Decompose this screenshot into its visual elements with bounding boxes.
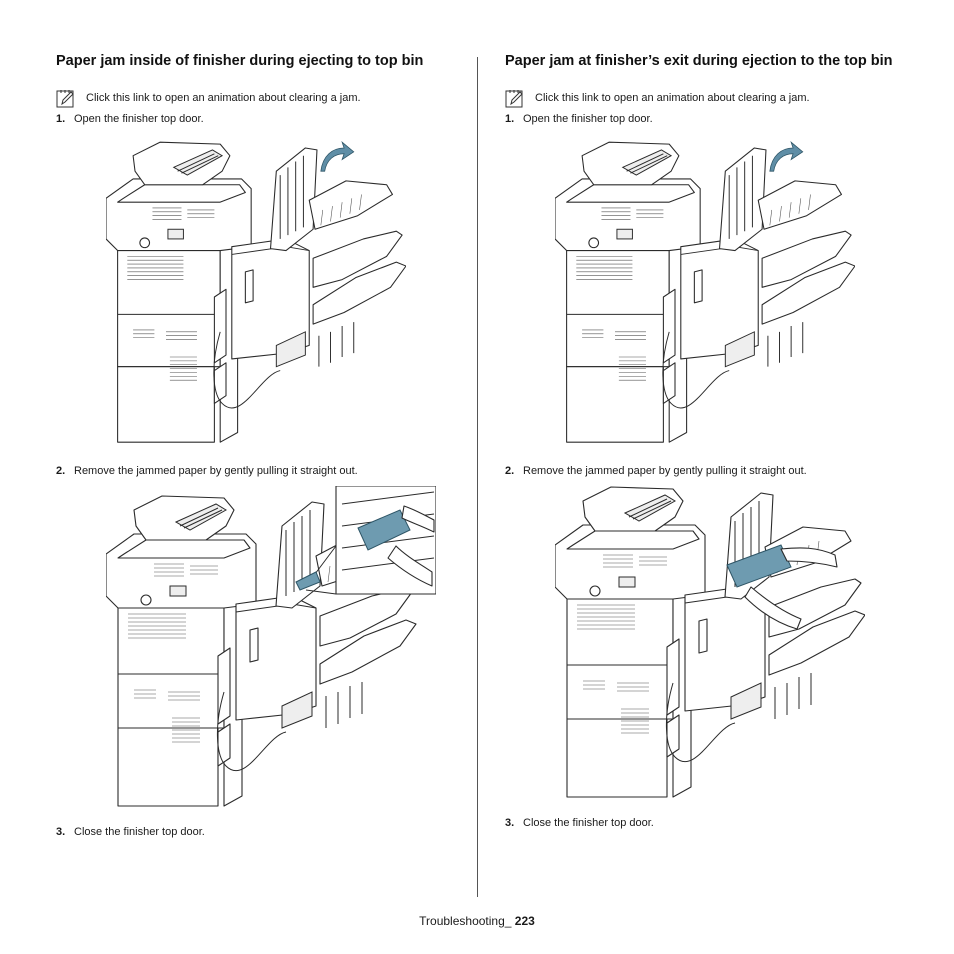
finisher-door-open-illustration xyxy=(106,140,406,443)
step-3: 3.Close the finisher top door. xyxy=(505,817,654,829)
right-section-heading: Paper jam at finisher’s exit during ejec… xyxy=(505,53,893,69)
step-2: 2.Remove the jammed paper by gently pull… xyxy=(56,465,358,477)
step-1: 1.Open the finisher top door. xyxy=(56,113,204,125)
footer-section: Troubleshooting_ xyxy=(419,914,512,928)
step-2: 2.Remove the jammed paper by gently pull… xyxy=(505,465,807,477)
right-note[interactable]: Click this link to open an animation abo… xyxy=(505,89,905,109)
left-section-heading: Paper jam inside of finisher during ejec… xyxy=(56,53,424,69)
step-3: 3.Close the finisher top door. xyxy=(56,826,205,838)
note-pencil-icon[interactable] xyxy=(56,89,76,109)
note-pencil-icon[interactable] xyxy=(505,89,525,109)
page-number: 223 xyxy=(514,914,535,928)
page-footer: Troubleshooting_ 223 xyxy=(0,914,954,928)
note-link-text[interactable]: Click this link to open an animation abo… xyxy=(86,92,361,104)
step-1: 1.Open the finisher top door. xyxy=(505,113,653,125)
curved-arrow-icon xyxy=(769,140,804,172)
finisher-door-open-illustration xyxy=(555,140,855,443)
remove-jammed-paper-illustration xyxy=(106,486,436,807)
note-link-text[interactable]: Click this link to open an animation abo… xyxy=(535,92,810,104)
left-note[interactable]: Click this link to open an animation abo… xyxy=(56,89,456,109)
curved-arrow-icon xyxy=(320,140,355,172)
column-divider xyxy=(477,57,478,897)
remove-jammed-paper-illustration xyxy=(555,486,865,798)
